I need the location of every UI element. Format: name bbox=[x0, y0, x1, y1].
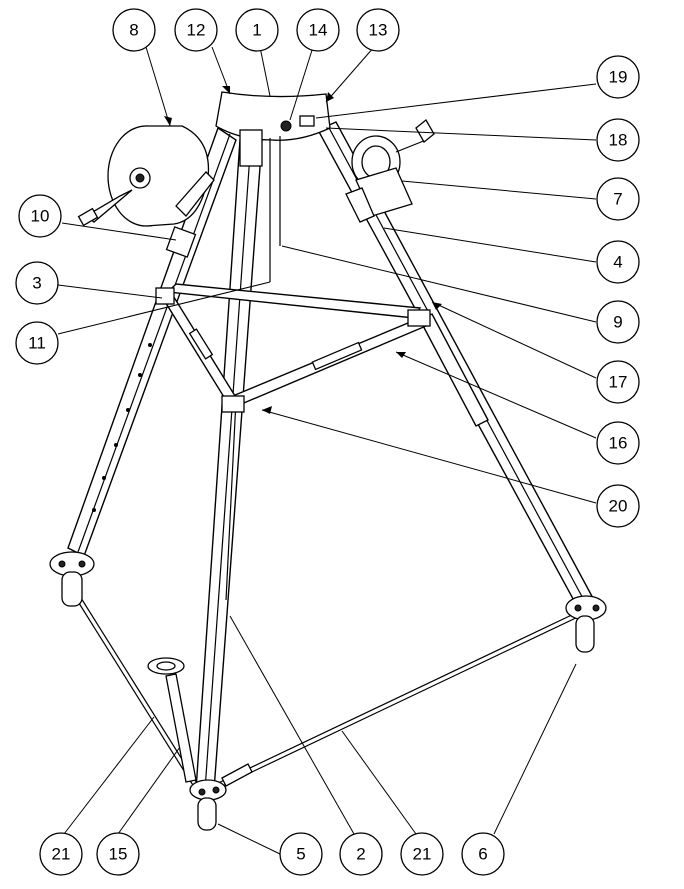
callout-1-label: 1 bbox=[252, 21, 261, 40]
callout-19: 19 bbox=[596, 55, 640, 99]
callout-5-label: 5 bbox=[296, 845, 305, 864]
callout-16: 16 bbox=[596, 421, 640, 465]
front-collar bbox=[221, 395, 245, 413]
callout-9-label: 9 bbox=[613, 313, 622, 332]
right-collar bbox=[407, 309, 431, 327]
callout-4: 4 bbox=[596, 240, 640, 284]
front-leg bbox=[195, 139, 263, 791]
foot-front bbox=[189, 779, 227, 831]
callout-17: 17 bbox=[596, 360, 640, 404]
callout-2-label: 2 bbox=[356, 845, 365, 864]
callout-21-right-label: 21 bbox=[413, 845, 432, 864]
tie-chain-right bbox=[211, 611, 581, 791]
callout-10-label: 10 bbox=[31, 207, 50, 226]
callout-10: 10 bbox=[18, 194, 62, 238]
callout-19-label: 19 bbox=[609, 68, 628, 87]
callout-11-label: 11 bbox=[28, 334, 46, 353]
callout-1: 1 bbox=[235, 8, 279, 52]
callout-15: 15 bbox=[96, 832, 140, 876]
callout-13-label: 13 bbox=[369, 21, 388, 40]
callout-5: 5 bbox=[279, 832, 323, 876]
tripod-head bbox=[215, 91, 331, 282]
callout-18: 18 bbox=[596, 118, 640, 162]
callout-2: 2 bbox=[339, 832, 383, 876]
callout-11: 11 bbox=[15, 321, 59, 365]
callout-20: 20 bbox=[596, 484, 640, 528]
right-winch bbox=[345, 119, 435, 223]
callout-3: 3 bbox=[15, 261, 59, 305]
callout-15-label: 15 bbox=[109, 845, 128, 864]
tensioner-handle bbox=[147, 657, 253, 787]
callout-18-label: 18 bbox=[609, 131, 628, 150]
foot-left bbox=[49, 551, 95, 607]
foot-right bbox=[565, 595, 607, 653]
callout-21-left-label: 21 bbox=[52, 845, 71, 864]
left-winch bbox=[77, 125, 215, 258]
tripod-drawing bbox=[49, 91, 607, 831]
callout-8-label: 8 bbox=[129, 21, 138, 40]
callout-14: 14 bbox=[296, 8, 340, 52]
tie-chain-left bbox=[71, 589, 201, 791]
leader-lines bbox=[57, 46, 597, 855]
callout-12-label: 12 bbox=[187, 21, 206, 40]
callout-14-label: 14 bbox=[309, 21, 328, 40]
callout-21-right: 21 bbox=[400, 832, 444, 876]
callout-7-label: 7 bbox=[613, 190, 622, 209]
callout-13: 13 bbox=[356, 8, 400, 52]
callout-3-label: 3 bbox=[32, 274, 41, 293]
callout-21-left: 21 bbox=[39, 832, 83, 876]
callout-4-label: 4 bbox=[613, 253, 622, 272]
callout-7: 7 bbox=[596, 177, 640, 221]
callout-6-label: 6 bbox=[478, 845, 487, 864]
spreader-bars bbox=[163, 283, 428, 412]
callout-20-label: 20 bbox=[609, 497, 628, 516]
callout-8: 8 bbox=[112, 8, 156, 52]
callout-12: 12 bbox=[174, 8, 218, 52]
left-collar bbox=[155, 287, 175, 305]
callout-9: 9 bbox=[596, 300, 640, 344]
callout-6: 6 bbox=[461, 832, 505, 876]
callouts: 8 12 1 14 13 19 18 7 bbox=[15, 8, 640, 876]
callout-17-label: 17 bbox=[609, 373, 628, 392]
callout-16-label: 16 bbox=[609, 434, 628, 453]
